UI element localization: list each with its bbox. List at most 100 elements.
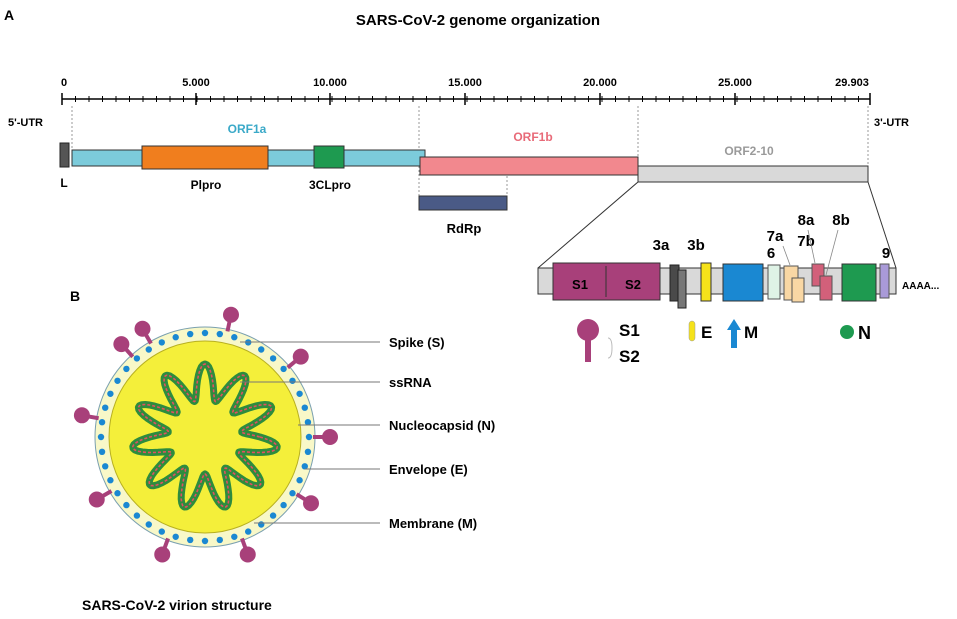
membrane-protein-dot — [102, 404, 109, 411]
membrane-protein-dot — [158, 339, 165, 346]
membrane-protein-dot — [269, 355, 277, 362]
gene-8b — [819, 275, 833, 301]
orf1a-label: ORF1a — [228, 122, 267, 136]
membrane-protein-dot — [123, 501, 130, 509]
membrane-gene — [722, 263, 764, 302]
spike-protein-s1-label: S1 — [619, 321, 640, 340]
connector-8a — [807, 229, 816, 264]
spike-gene-s2-label: S2 — [625, 277, 641, 292]
membrane-protein-dot — [107, 477, 114, 484]
membrane-protein-dot — [172, 533, 179, 540]
ssrna-label: ssRNA — [389, 375, 432, 390]
spike-protein — [222, 306, 239, 332]
virion-core — [108, 340, 302, 534]
zoom-line-left — [537, 181, 639, 269]
3clpro-label: 3CLpro — [309, 178, 351, 192]
membrane-protein-dot — [289, 490, 296, 497]
gene-3b — [677, 269, 687, 309]
membrane-protein-dot — [231, 334, 238, 341]
spike-proteins — [73, 306, 338, 563]
gene-8a-label: 8a — [798, 212, 815, 229]
membrane-protein-dot — [114, 377, 121, 384]
spike-label: Spike (S) — [389, 335, 445, 350]
membrane-protein-dot — [186, 536, 194, 544]
membrane-protein-dot — [304, 448, 312, 456]
membrane-protein-dot — [97, 433, 105, 441]
axis-minor-ticks — [75, 96, 859, 102]
nucleocapsid-label: Nucleocapsid (N) — [389, 418, 495, 433]
spike-protein — [154, 537, 171, 563]
membrane-protein-dot — [296, 477, 303, 484]
utr5-label: 5'-UTR — [8, 117, 43, 129]
membrane-protein-dot — [216, 330, 224, 338]
gene-6-label: 6 — [767, 245, 775, 262]
membrane-protein-dot — [216, 536, 224, 544]
tick-label-29903: 29.903 — [835, 77, 869, 89]
spike-protein-icon — [577, 319, 599, 362]
membrane-protein-dot — [245, 528, 252, 535]
gene-8b-label: 8b — [832, 212, 850, 229]
spike-gene-s1-label: S1 — [572, 277, 588, 292]
spike-protein — [239, 537, 256, 563]
membrane-protein-dot — [269, 512, 277, 519]
envelope-gene — [700, 262, 712, 302]
membrane-protein-dot — [305, 433, 313, 441]
gene-3a-label: 3a — [653, 237, 670, 254]
leader-segment — [59, 142, 70, 168]
spike-protein — [295, 492, 320, 512]
membrane-protein-dot — [114, 490, 121, 497]
membrane-protein-dot — [296, 390, 303, 397]
virion — [73, 306, 338, 563]
membrane-protein-dot — [123, 365, 130, 373]
tick-label-20000: 20.000 — [583, 77, 617, 89]
membrane-protein-dot — [201, 537, 209, 545]
nucleocapsid-protein-label: N — [858, 323, 871, 343]
nucleocapsid-gene — [841, 263, 877, 302]
spike-brace — [607, 337, 613, 359]
rdrp-label: RdRp — [447, 221, 482, 236]
envelope-protein-label: E — [701, 323, 712, 342]
zoom-line-right — [867, 181, 897, 269]
membrane-protein-dot — [280, 365, 287, 373]
gene-9 — [879, 263, 890, 299]
membrane-protein-dot — [133, 512, 141, 519]
gene-7b-label: 7b — [797, 233, 815, 250]
utr3-label: 3'-UTR — [874, 117, 909, 129]
membrane-protein-dot — [98, 448, 106, 456]
spike-protein — [286, 348, 309, 370]
gene-7a-label: 7a — [767, 228, 784, 245]
membrane-protein-dot — [145, 346, 152, 353]
connector-8b — [825, 229, 839, 276]
membrane-protein-dot — [186, 330, 194, 338]
membrane-protein-dot — [289, 377, 296, 384]
tick-label-5000: 5.000 — [182, 77, 210, 89]
membrane-protein-dot — [201, 329, 209, 337]
spike-protein — [73, 407, 99, 424]
orf1b-label: ORF1b — [513, 130, 552, 144]
plpro-label: Plpro — [191, 178, 222, 192]
rdrp-segment — [418, 195, 508, 211]
leader-label: L — [60, 176, 67, 190]
spike-protein — [88, 489, 113, 508]
membrane-protein-dot — [158, 528, 165, 535]
membrane-protein-dot — [301, 404, 308, 411]
ssrna-strand — [131, 363, 279, 508]
membrane-protein-dot — [102, 463, 109, 470]
membrane-proteins — [97, 329, 313, 545]
orf2-10-segment — [637, 165, 869, 183]
membrane-label: Membrane (M) — [389, 516, 477, 531]
3clpro-segment — [313, 145, 345, 169]
orf1b-segment — [419, 156, 639, 176]
connector-7a — [782, 245, 791, 266]
spike-protein-s2-label: S2 — [619, 347, 640, 366]
nucleocapsid-protein-icon — [840, 325, 854, 339]
membrane-protein-dot — [301, 463, 308, 470]
membrane-protein-dot — [258, 521, 265, 528]
gene-6 — [767, 264, 781, 300]
envelope-protein-icon — [688, 320, 696, 342]
membrane-protein-icon — [727, 319, 741, 348]
membrane-protein-dot — [280, 501, 287, 509]
membrane-protein-dot — [304, 418, 312, 426]
gene-3b-label: 3b — [687, 237, 705, 254]
